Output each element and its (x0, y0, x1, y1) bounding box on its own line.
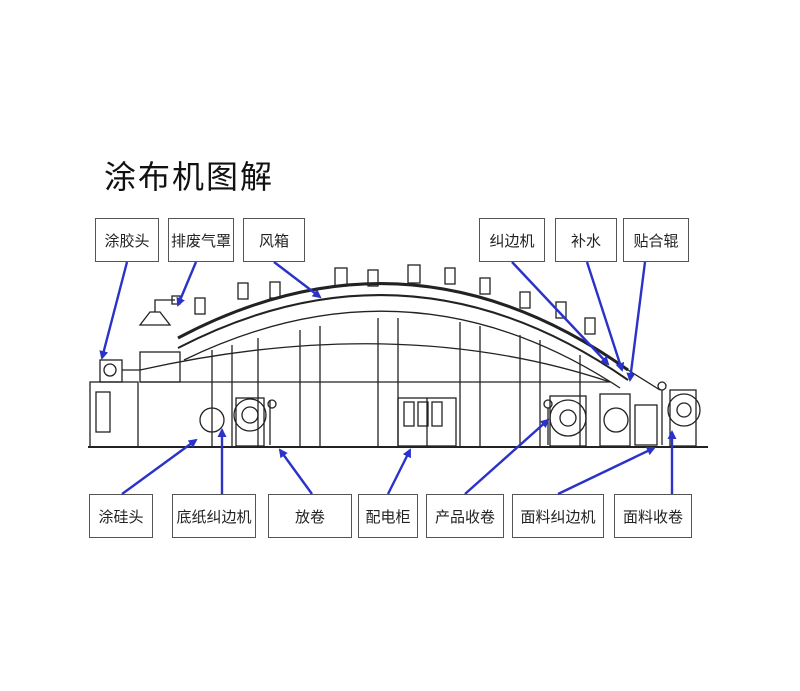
arrow-laminating-roll (626, 261, 647, 382)
diagram-title: 涂布机图解 (104, 158, 275, 196)
label-unwind: 放卷 (268, 494, 352, 538)
label-air-box: 风箱 (243, 218, 305, 262)
arrow-electric-cabinet (386, 448, 412, 495)
label-product-rewind: 产品收卷 (426, 494, 504, 538)
label-edge-guide: 纠边机 (479, 218, 545, 262)
arrow-unwind (278, 448, 313, 495)
machine-outline (88, 264, 708, 448)
arrow-water-supply (585, 261, 625, 372)
arrow-product-rewind (464, 418, 550, 495)
label-exhaust-hood: 排废气罩 (168, 218, 234, 262)
label-silicone-head: 涂硅头 (89, 494, 153, 538)
label-liner-edge-guide: 底纸纠边机 (172, 494, 256, 538)
label-coating-head: 涂胶头 (95, 218, 159, 262)
arrow-coating-head (99, 261, 129, 360)
arrow-face-edge-guide (557, 446, 656, 496)
arrow-silicone-head (121, 438, 198, 495)
label-water-supply: 补水 (555, 218, 617, 262)
label-face-rewind: 面料收卷 (614, 494, 692, 538)
arrow-exhaust-hood (176, 261, 198, 307)
label-electric-cabinet: 配电柜 (358, 494, 418, 538)
arrow-air-box (273, 261, 322, 299)
pointer-arrows (99, 261, 677, 496)
label-laminating-roll: 贴合辊 (623, 218, 689, 262)
arrow-edge-guide (511, 261, 610, 366)
label-face-edge-guide: 面料纠边机 (512, 494, 604, 538)
